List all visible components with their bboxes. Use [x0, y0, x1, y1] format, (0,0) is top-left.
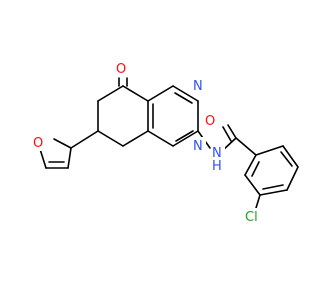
pyrimidine-ring [147, 85, 199, 147]
pyrimidine-nitrogen-label-bottom: N [193, 139, 203, 154]
chlorine-label: Cl [245, 210, 258, 225]
amide-nitrogen-label: N [212, 146, 222, 161]
atom-labels: O N N N H O O Cl [33, 60, 265, 225]
amide-hydrogen-label: H [212, 159, 222, 174]
amide-linkage [197, 124, 257, 156]
chemical-structure: O N N N H O O Cl [33, 60, 299, 225]
cyclohexanone-ring [97, 85, 149, 147]
ketone-oxygen-label: O [116, 62, 126, 77]
chlorophenyl-ring [244, 145, 299, 209]
furan-oxygen-label: O [33, 136, 43, 151]
ketone-bond [118, 77, 128, 87]
amide-oxygen-label: O [205, 114, 215, 129]
furan-ring [39, 130, 99, 169]
pyrimidine-nitrogen-label-top: N [193, 79, 203, 94]
